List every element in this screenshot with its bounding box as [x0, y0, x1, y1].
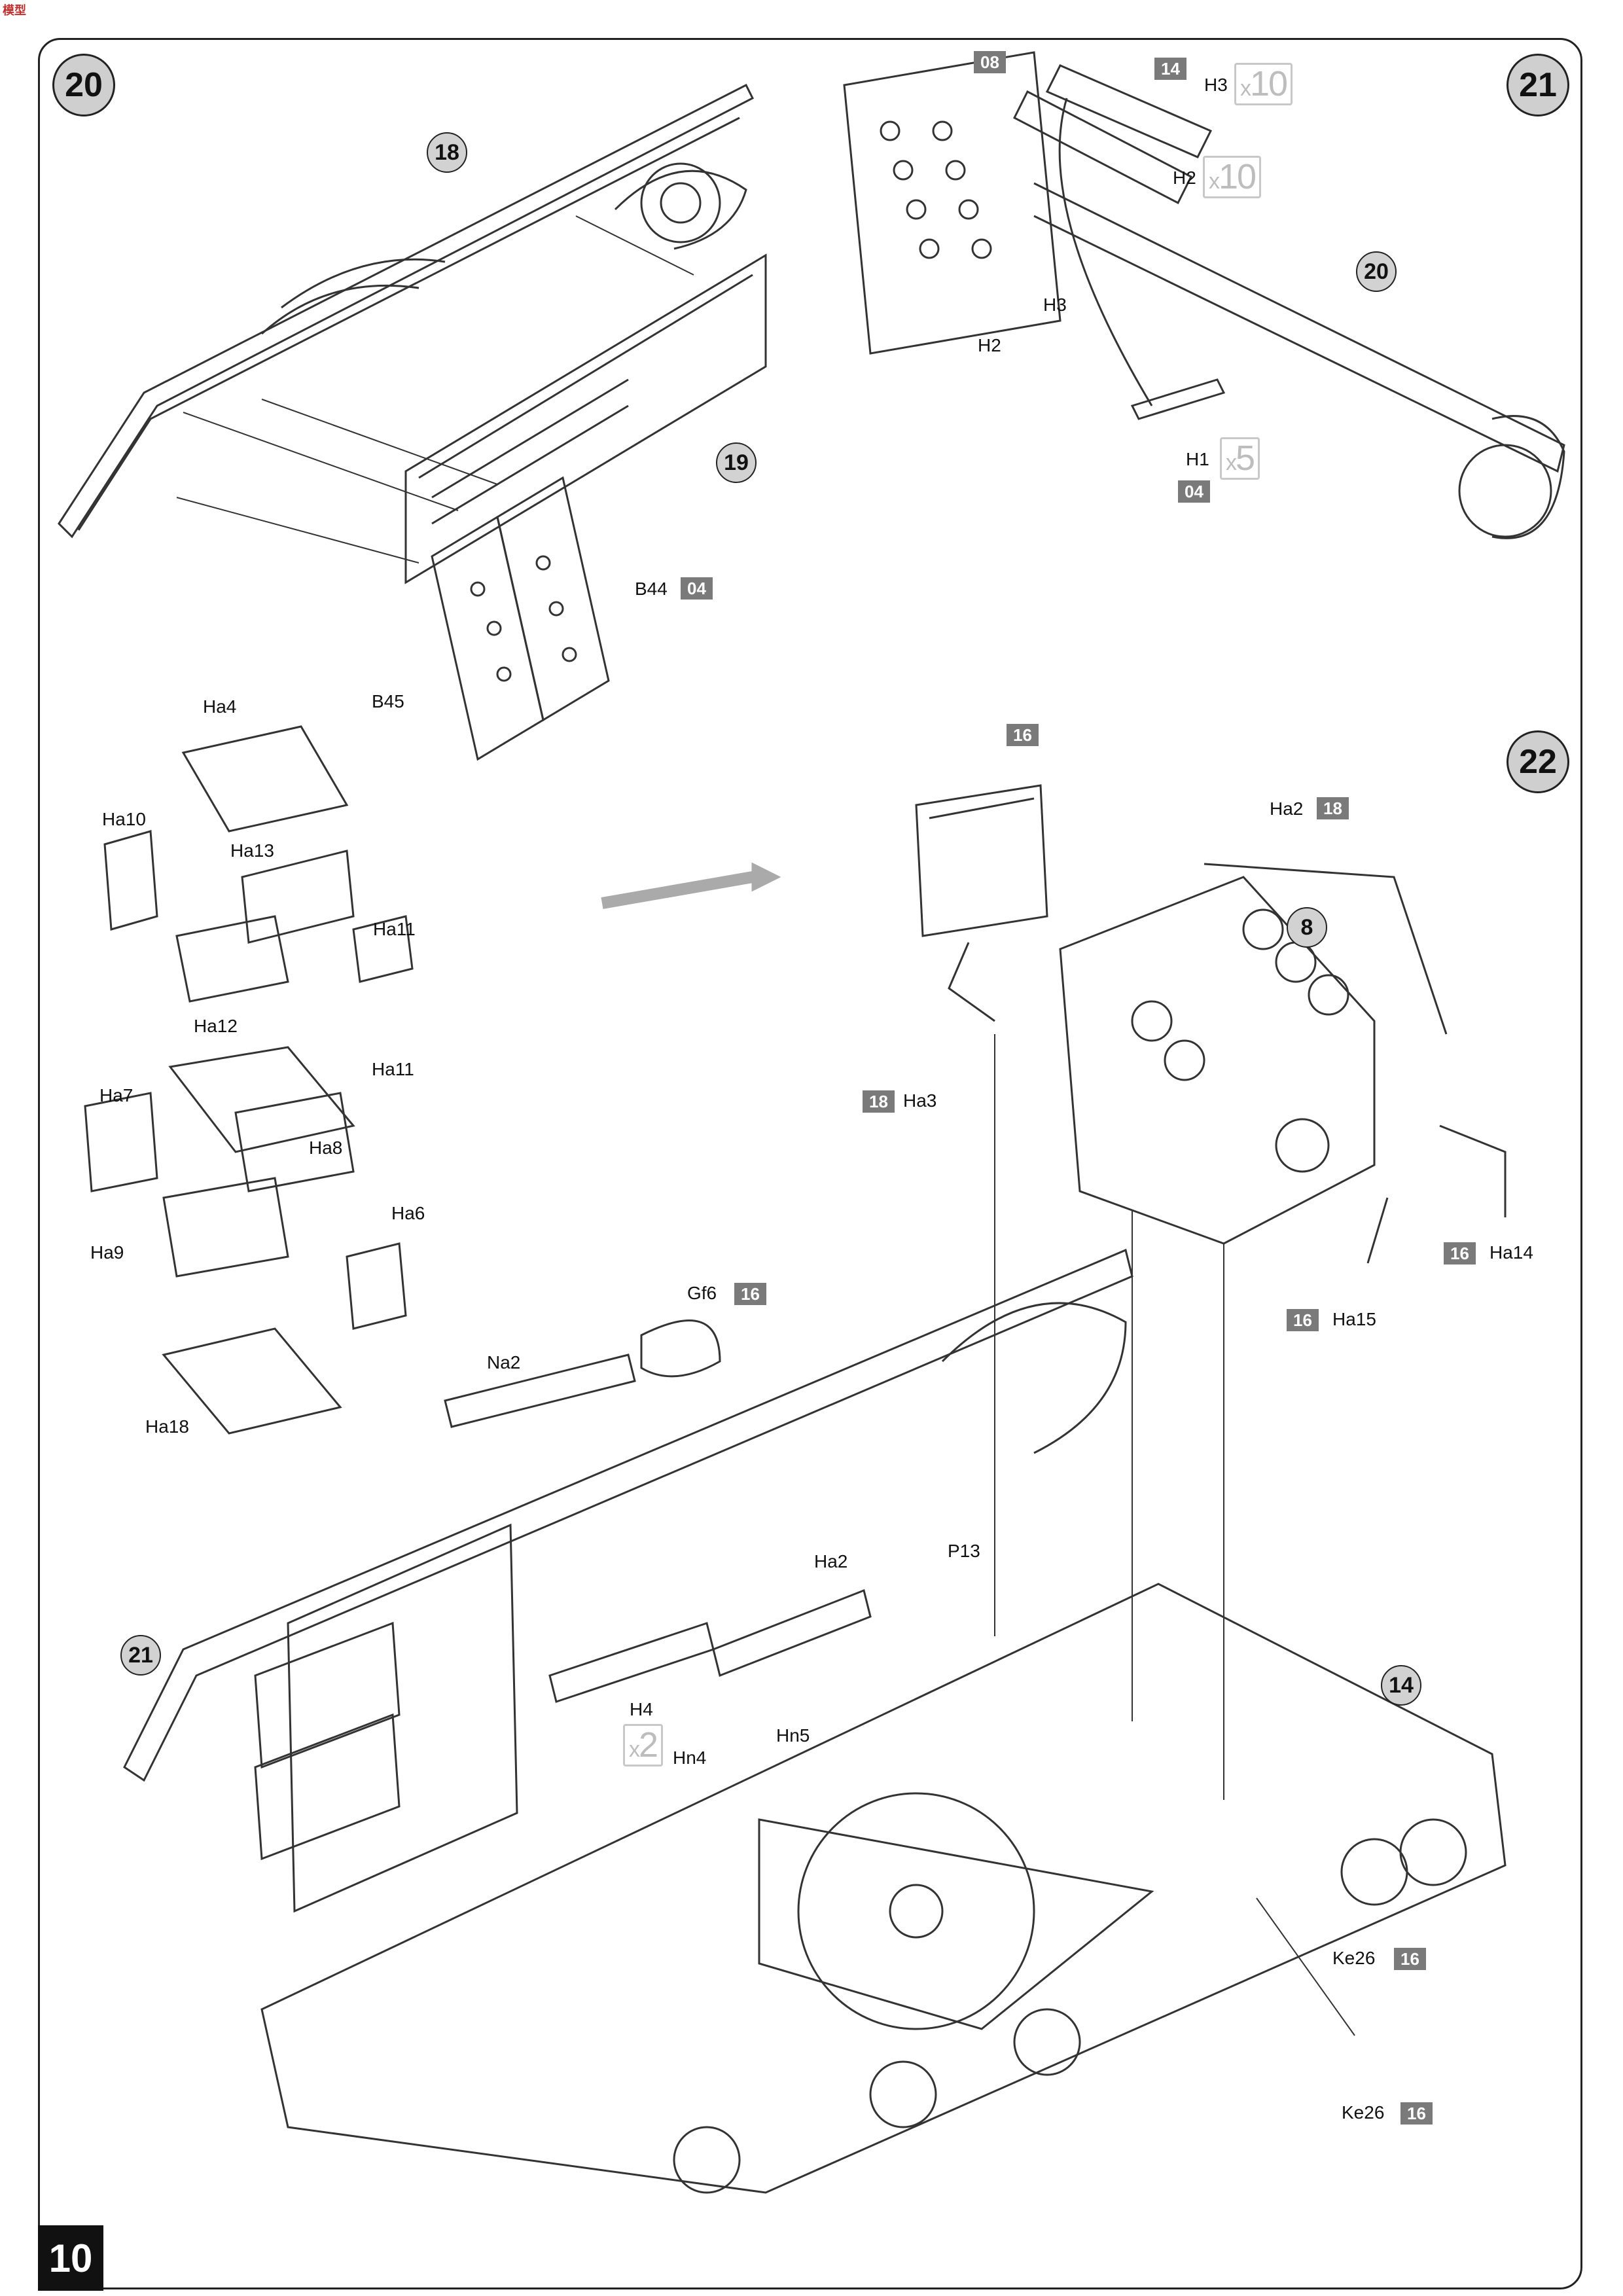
- label-H4: H4: [630, 1699, 653, 1719]
- label-Ha6: Ha6: [391, 1203, 425, 1223]
- label-Hn4: Hn4: [673, 1748, 707, 1768]
- step20-ammo-rack-frame: [404, 253, 767, 584]
- label-Ha12: Ha12: [194, 1016, 238, 1036]
- step20-ammo-plates: [431, 476, 610, 761]
- sprue-tag-18-ha2: 18: [1317, 797, 1349, 819]
- label-B44: B44: [635, 579, 668, 599]
- step21-ammo-rack: [843, 51, 1061, 355]
- callout-18: 18: [427, 132, 467, 173]
- label-Ha11-lower: Ha11: [372, 1059, 414, 1079]
- step20-side-panel: [58, 83, 755, 539]
- label-Ha13: Ha13: [230, 840, 274, 861]
- direction-arrow: [601, 871, 754, 909]
- label-Ha3: Ha3: [903, 1090, 937, 1111]
- label-H3-rack: H3: [1043, 295, 1067, 315]
- step-22-badge: 22: [1507, 730, 1569, 793]
- label-H2-top: H2: [1173, 168, 1196, 188]
- label-Ha18: Ha18: [145, 1416, 189, 1437]
- label-Ke26-upper: Ke26: [1332, 1948, 1376, 1968]
- hull-shells-loose: [444, 1319, 872, 1703]
- hull-shell-rack: [254, 1523, 518, 1913]
- label-Ke26-lower: Ke26: [1342, 2102, 1385, 2123]
- label-Ha14: Ha14: [1489, 1242, 1533, 1263]
- sprue-tag-16-ke26-a: 16: [1394, 1948, 1426, 1970]
- callout-20: 20: [1356, 251, 1397, 292]
- label-Gf6: Gf6: [687, 1283, 717, 1303]
- label-Ha10: Ha10: [102, 809, 146, 829]
- label-H1: H1: [1186, 449, 1209, 469]
- step-20-badge: 20: [52, 54, 115, 117]
- label-H2-rack: H2: [978, 335, 1001, 355]
- hull-assembly: [123, 1248, 1507, 2194]
- label-P13: P13: [948, 1541, 980, 1561]
- ammo-box-subassembly: [84, 725, 414, 1435]
- label-Ha2-engine: Ha2: [1270, 798, 1304, 819]
- sprue-tag-14: 14: [1154, 58, 1186, 80]
- sprue-tag-16-ha14: 16: [1444, 1242, 1476, 1265]
- step22-battery-box: [915, 784, 1048, 937]
- label-H3-top: H3: [1204, 75, 1228, 95]
- label-Ha8: Ha8: [309, 1138, 343, 1158]
- sprue-tag-16-ha15: 16: [1287, 1309, 1319, 1331]
- label-Ha15: Ha15: [1332, 1309, 1376, 1329]
- sprue-tag-08: 08: [974, 51, 1006, 73]
- label-Hn5: Hn5: [776, 1725, 810, 1746]
- label-Ha2-hull: Ha2: [814, 1551, 848, 1571]
- label-B45: B45: [372, 691, 404, 711]
- step22-pipes: [948, 863, 1507, 1264]
- callout-19: 19: [716, 442, 757, 483]
- step21-handle: [1058, 98, 1226, 420]
- sprue-tag-18-ha3: 18: [863, 1090, 895, 1113]
- label-Ha4: Ha4: [203, 696, 237, 717]
- sprue-tag-04-h1: 04: [1178, 480, 1210, 503]
- logo-text: 模型: [3, 4, 26, 17]
- sprue-tag-16-battery: 16: [1007, 724, 1039, 746]
- step22-engine: [1059, 876, 1376, 1245]
- label-Ha11-upper: Ha11: [373, 919, 416, 939]
- multiplier-x10-h2: x10: [1203, 156, 1262, 199]
- callout-8: 8: [1287, 907, 1327, 948]
- callout-14: 14: [1381, 1665, 1421, 1706]
- label-Ha7: Ha7: [99, 1085, 134, 1105]
- sprue-tag-16-ke26-b: 16: [1400, 2102, 1433, 2125]
- step-21-badge: 21: [1507, 54, 1569, 117]
- label-Ha9: Ha9: [90, 1242, 124, 1263]
- page-frame: [38, 38, 1582, 2289]
- publisher-logo: 模型: [3, 1, 26, 18]
- sprue-tag-04-b44: 04: [681, 577, 713, 600]
- sprue-tag-16-gf6: 16: [734, 1283, 766, 1305]
- callout-21: 21: [120, 1635, 161, 1676]
- page-number: 10: [38, 2225, 103, 2291]
- multiplier-x10-h3: x10: [1234, 63, 1293, 106]
- label-Na2: Na2: [487, 1352, 521, 1372]
- multiplier-x2-h4: x2: [623, 1724, 664, 1767]
- step21-side-panel: [1033, 182, 1565, 539]
- step21-shells: [1012, 64, 1213, 205]
- multiplier-x5-h1: x5: [1220, 437, 1260, 480]
